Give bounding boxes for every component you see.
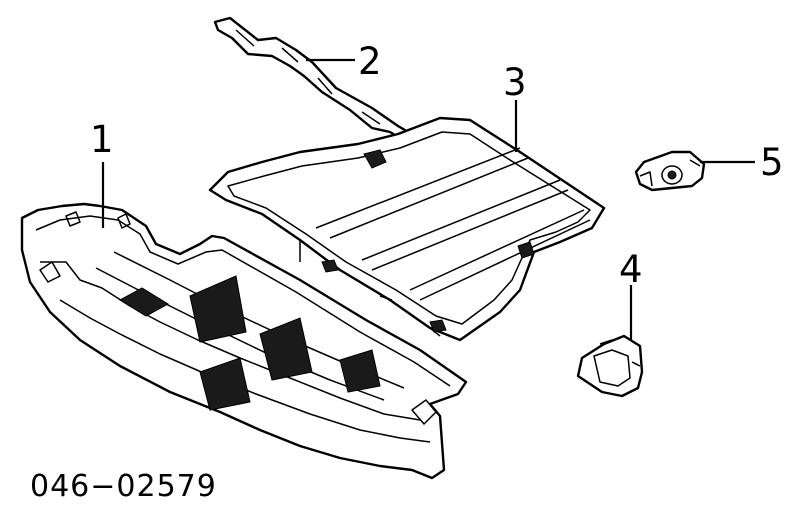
callout-5: 5 (760, 141, 784, 184)
callout-1: 1 (90, 118, 114, 161)
part-1-under-cover (20, 202, 468, 480)
callout-2: 2 (358, 40, 382, 83)
part-5-clip (634, 150, 706, 192)
part-3-panel (208, 116, 606, 342)
callout-3: 3 (503, 61, 527, 104)
part-4-bracket (576, 334, 644, 398)
part-code-label: 046−02579 (30, 469, 217, 504)
callout-4: 4 (619, 248, 643, 291)
